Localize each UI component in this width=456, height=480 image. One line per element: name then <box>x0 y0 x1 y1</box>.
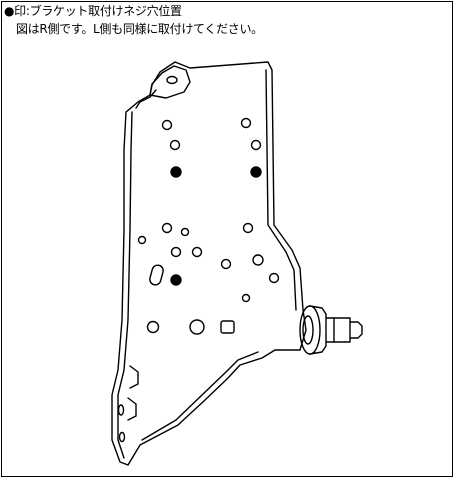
bolt-shank <box>325 317 351 343</box>
hole-14 <box>241 293 251 303</box>
bolt-collar <box>309 305 327 355</box>
flange-inner-edge-2 <box>135 89 157 109</box>
hole-4 <box>250 139 262 151</box>
square-hole <box>220 320 235 334</box>
flange-notch-1 <box>129 365 139 389</box>
hole-16 <box>189 319 205 335</box>
caption-line-1: ●印:ブラケット取付けネジ穴位置 <box>4 4 182 19</box>
hole-2 <box>240 117 252 129</box>
hole-3 <box>169 139 181 151</box>
hole-7 <box>137 235 147 245</box>
bracket-outline <box>111 61 307 466</box>
bottom-inner-edge <box>141 351 259 441</box>
flange-hole-2 <box>118 431 126 443</box>
hole-8 <box>180 227 190 237</box>
hole-1 <box>161 119 173 131</box>
flange-features <box>117 365 139 443</box>
filled-circle-bullet-icon: ● <box>4 4 15 18</box>
hole-10 <box>191 246 203 258</box>
caption-line-2: 図はR側です。L側も同様に取付けてください。 <box>16 22 263 36</box>
bolt-stud <box>299 305 363 355</box>
slot-hole <box>149 264 164 286</box>
flange-inner-edge <box>117 111 133 459</box>
hole-5 <box>161 222 173 234</box>
top-tab <box>149 65 191 99</box>
hole-12 <box>252 254 264 266</box>
open-holes <box>137 117 280 335</box>
marked-hole-1 <box>170 166 182 178</box>
bolt-washer-inner <box>302 315 314 345</box>
bolt-tip <box>349 321 363 339</box>
caption-text-1: 印:ブラケット取付けネジ穴位置 <box>14 4 182 18</box>
flange-hole-1 <box>117 404 125 416</box>
marked-hole-3 <box>170 274 182 286</box>
hole-15 <box>146 320 160 334</box>
top-tab-hole <box>166 75 178 85</box>
right-edge-inner <box>265 69 297 311</box>
hole-9 <box>170 246 182 258</box>
marked-hole-2 <box>250 166 262 178</box>
hole-13 <box>268 272 280 284</box>
hole-6 <box>242 222 254 234</box>
hole-11 <box>220 258 232 270</box>
marked-holes <box>170 166 262 286</box>
flange-notch-2 <box>127 397 137 421</box>
